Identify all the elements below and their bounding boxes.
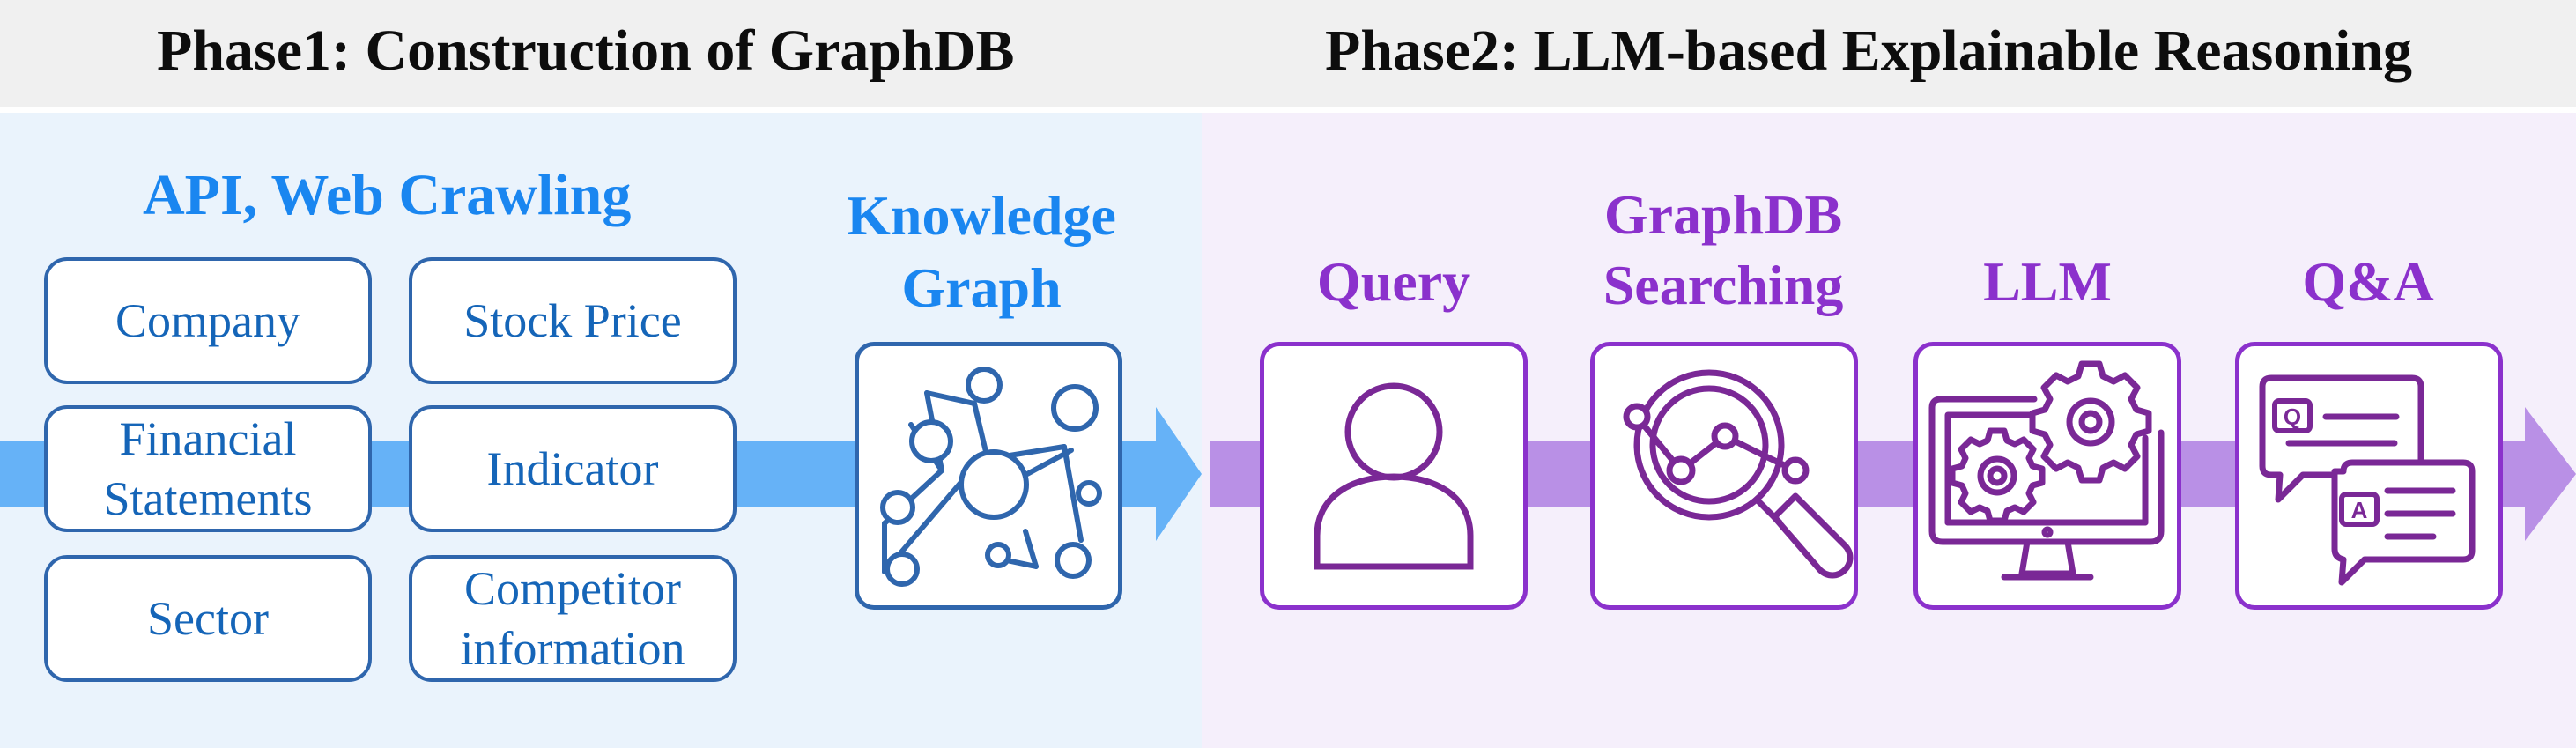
knowledge-graph-icon [880,367,1102,587]
header-band [0,0,2576,107]
source-box-company: Company [44,257,372,384]
source-label: Indicator [486,442,659,495]
source-label: Financial Statements [103,412,313,525]
step-label-graphdb-searching: GraphDB Searching [1603,183,1844,316]
source-box-competitor-information: Competitor information [409,555,737,682]
phase2-arrow-head [2525,407,2576,541]
phase2-title: Phase2: LLM-based Explainable Reasoning [1325,19,2413,83]
qa-box: Q A [2235,342,2503,610]
step-label-llm: LLM [1983,250,2112,313]
source-label: Sector [147,592,269,645]
svg-text:Q: Q [2284,404,2301,430]
source-box-stock-price: Stock Price [409,257,737,384]
query-box [1260,342,1528,610]
source-box-sector: Sector [44,555,372,682]
chat-bubbles-icon: Q A [2259,374,2476,586]
source-label: Stock Price [463,294,682,347]
step-label-qa: Q&A [2302,250,2434,313]
step-label-query: Query [1316,250,1471,313]
llm-box [1913,342,2181,610]
person-icon [1314,382,1474,570]
source-label: Competitor information [460,562,685,675]
source-box-financial-statements: Financial Statements [44,405,372,532]
svg-text:A: A [2351,497,2368,523]
monitor-gears-icon [1928,360,2165,581]
graphdb-searching-box [1590,342,1858,610]
phase1-title: Phase1: Construction of GraphDB [157,19,1015,83]
source-box-indicator: Indicator [409,405,737,532]
phase1-arrow-head [1156,407,1202,541]
source-title: API, Web Crawling [143,163,632,227]
magnifier-graph-icon [1623,369,1854,579]
source-label: Company [115,294,300,347]
knowledge-graph-box [855,342,1122,610]
knowledge-graph-label: Knowledge Graph [847,184,1116,319]
